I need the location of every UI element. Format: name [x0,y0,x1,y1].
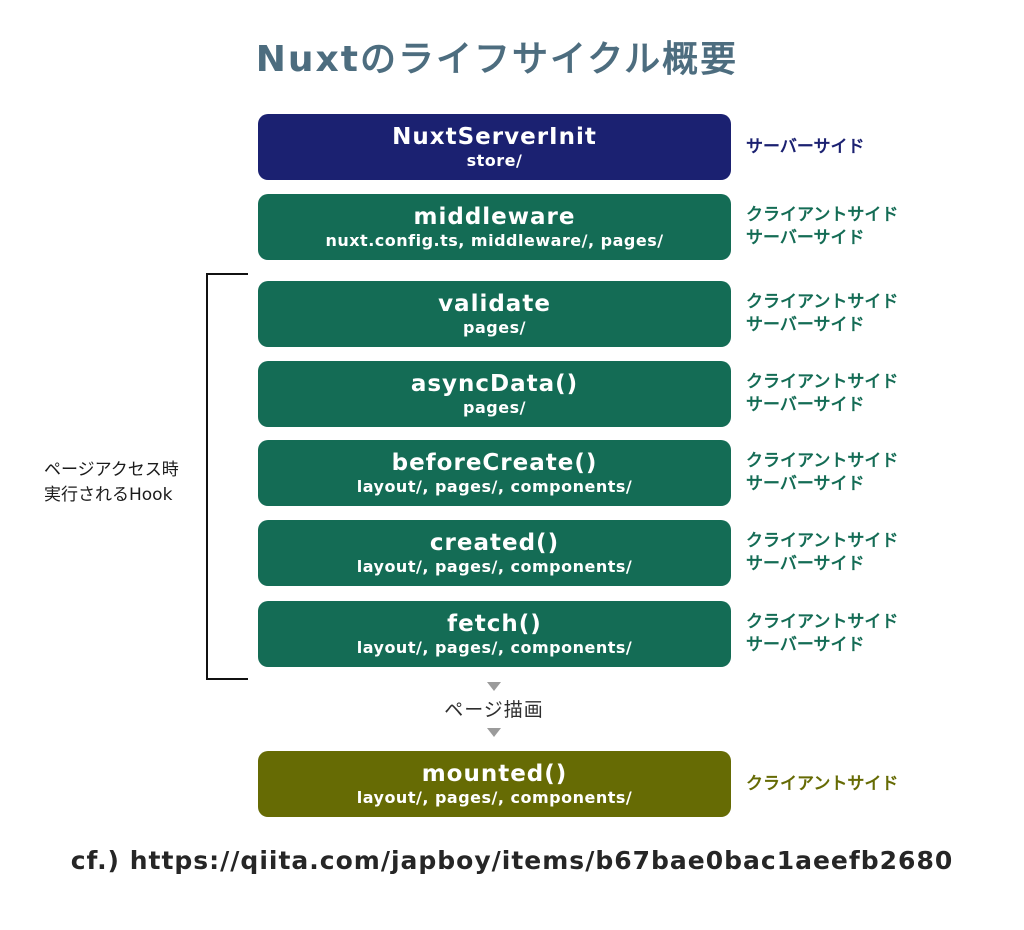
lifecycle-row-created: created() layout/, pages/, components/ ク… [258,520,898,586]
lifecycle-box-created: created() layout/, pages/, components/ [258,520,731,586]
page-render-flow: ページ描画 [394,682,594,737]
side-label: クライアントサイド サーバーサイド [746,450,898,496]
box-subtitle: pages/ [463,398,526,417]
side-label-line: クライアントサイド [746,292,899,312]
side-label: クライアントサイド サーバーサイド [746,291,898,337]
side-label-line: サーバーサイド [746,228,865,248]
page-render-label: ページ描画 [444,699,544,721]
reference-url-text: cf.) https://qiita.com/japboy/items/b67b… [70,846,954,875]
side-label-line: クライアントサイド [746,531,899,551]
lifecycle-row-fetch: fetch() layout/, pages/, components/ クライ… [258,601,898,667]
side-label-line: クライアントサイド [746,205,899,225]
arrow-down-icon [487,682,501,691]
box-title: asyncData() [410,371,579,397]
box-subtitle: layout/, pages/, components/ [356,477,633,496]
box-title: middleware [413,204,576,230]
lifecycle-row-nuxtserverinit: NuxtServerInit store/ サーバーサイド [258,114,865,180]
side-label-line: サーバーサイド [746,554,865,574]
diagram-title: Nuxtのライフサイクル概要 [255,39,739,80]
side-label-line: サーバーサイド [746,315,865,335]
lifecycle-box-fetch: fetch() layout/, pages/, components/ [258,601,731,667]
side-label: サーバーサイド [746,136,865,159]
lifecycle-box-asyncdata: asyncData() pages/ [258,361,731,427]
hook-group-label-line1: ページアクセス時 [44,460,179,480]
side-label: クライアントサイド サーバーサイド [746,371,898,417]
box-title: validate [438,291,551,317]
side-label-line: サーバーサイド [746,635,865,655]
lifecycle-row-mounted: mounted() layout/, pages/, components/ ク… [258,751,898,817]
lifecycle-box-validate: validate pages/ [258,281,731,347]
box-title: created() [429,530,560,556]
box-title: mounted() [421,761,568,787]
side-label-line: クライアントサイド [746,372,899,392]
arrow-down-icon [487,728,501,737]
box-title: fetch() [447,611,542,637]
box-subtitle: layout/, pages/, components/ [356,557,633,576]
side-label: クライアントサイド サーバーサイド [746,204,898,250]
lifecycle-row-middleware: middleware nuxt.config.ts, middleware/, … [258,194,898,260]
box-title: beforeCreate() [391,450,598,476]
box-subtitle: nuxt.config.ts, middleware/, pages/ [325,231,664,250]
hook-group-label-line2: 実行されるHook [44,485,173,505]
side-label: クライアントサイド [746,773,898,796]
side-label-line: クライアントサイド [746,612,899,632]
side-label-line: サーバーサイド [746,474,865,494]
lifecycle-row-validate: validate pages/ クライアントサイド サーバーサイド [258,281,898,347]
side-label: クライアントサイド サーバーサイド [746,611,898,657]
box-subtitle: layout/, pages/, components/ [356,788,633,807]
box-subtitle: store/ [466,151,523,170]
side-label-line: クライアントサイド [746,451,899,471]
box-subtitle: pages/ [463,318,526,337]
box-subtitle: layout/, pages/, components/ [356,638,633,657]
lifecycle-row-beforecreate: beforeCreate() layout/, pages/, componen… [258,440,898,506]
side-label-line: サーバーサイド [746,136,865,157]
lifecycle-box-middleware: middleware nuxt.config.ts, middleware/, … [258,194,731,260]
lifecycle-box-mounted: mounted() layout/, pages/, components/ [258,751,731,817]
box-title: NuxtServerInit [392,124,597,150]
side-label: クライアントサイド サーバーサイド [746,530,898,576]
hook-group-bracket [206,273,248,680]
lifecycle-row-asyncdata: asyncData() pages/ クライアントサイド サーバーサイド [258,361,898,427]
side-label-line: サーバーサイド [746,395,865,415]
lifecycle-box-nuxtserverinit: NuxtServerInit store/ [258,114,731,180]
lifecycle-box-beforecreate: beforeCreate() layout/, pages/, componen… [258,440,731,506]
hook-group-label: ページアクセス時 実行されるHook [44,458,179,508]
side-label-line: クライアントサイド [746,773,899,794]
